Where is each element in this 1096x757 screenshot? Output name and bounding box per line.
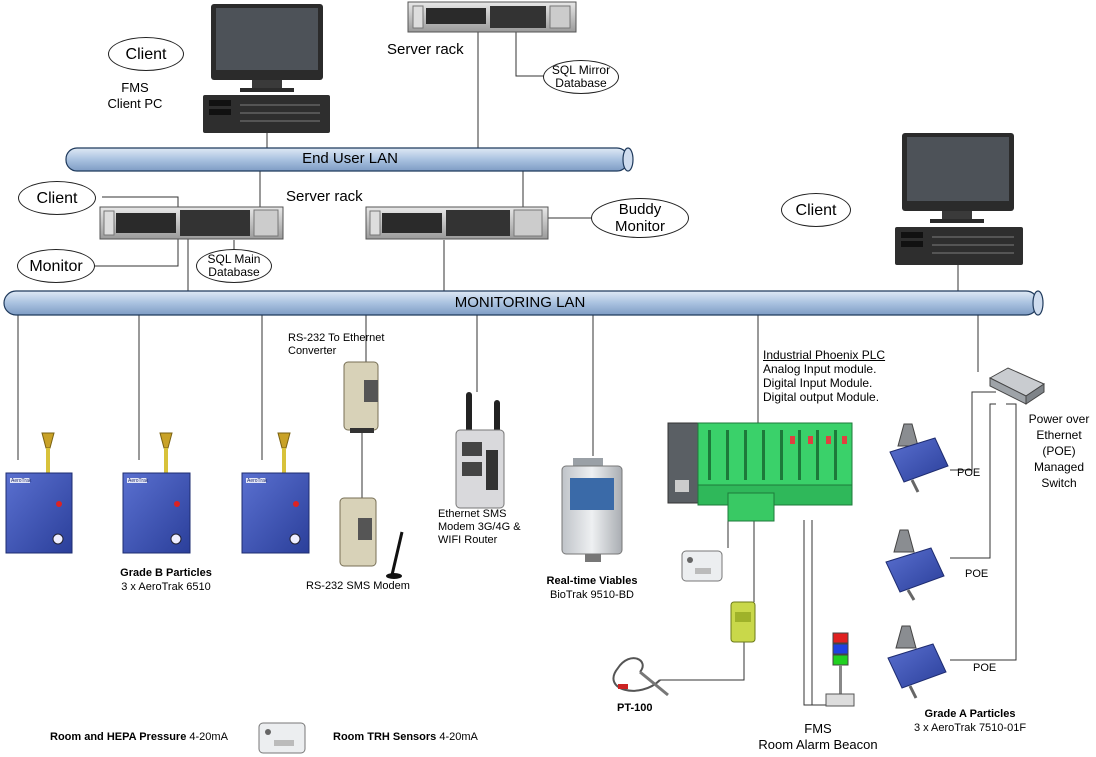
poe-line3: (POE) <box>1042 444 1076 458</box>
viables-title: Real-time Viables <box>546 575 638 587</box>
buddy-line1: Buddy <box>618 201 662 218</box>
monitoring-lan-label: MONITORING LAN <box>454 294 586 311</box>
grade-a-sub: 3 x AeroTrak 7510-01F <box>913 722 1027 734</box>
server-rack-right-icon <box>365 206 549 240</box>
room-hepa-label: Room and HEPA Pressure 4-20mA <box>50 731 228 744</box>
aerotrak-badge-1: AeroTrak <box>11 478 32 484</box>
monitor-bubble: Monitor <box>17 249 95 283</box>
buddy-line2: Monitor <box>614 218 666 235</box>
fms-client-label: FMS Client PC <box>100 80 170 112</box>
phoenix-plc-icon <box>667 422 853 522</box>
client-pc-right <box>895 133 1023 265</box>
sms-router-icon <box>455 392 505 509</box>
grade-a-sensor-3 <box>887 625 947 699</box>
grade-b-label: Grade B Particles 3 x AeroTrak 6510 <box>96 566 236 594</box>
server-rack-left-icon <box>99 206 284 240</box>
poe-line4: Managed <box>1033 460 1085 474</box>
monitoring-lan-pipe <box>3 290 1044 316</box>
aerotrak-badge-2: AeroTrak <box>128 478 149 484</box>
legend-pressure-sensor-icon <box>258 722 306 754</box>
plc-title: Industrial Phoenix PLC <box>763 348 886 362</box>
grade-b-sensor-2 <box>122 432 191 554</box>
aerotrak-badge-3: AeroTrak <box>247 478 268 484</box>
room-hepa-bold: Room and HEPA Pressure <box>50 731 187 743</box>
viables-label: Real-time Viables BioTrak 9510-BD <box>522 574 662 602</box>
plc-label: Industrial Phoenix PLC Analog Input modu… <box>763 348 885 404</box>
rs232-modem-label: RS-232 SMS Modem <box>306 580 410 592</box>
rs232-converter-line1: RS-232 To Ethernet <box>288 332 385 344</box>
rs232-converter-icon <box>343 361 379 433</box>
end-user-lan-label: End User LAN <box>302 150 398 167</box>
fms-client-line2: Client PC <box>107 96 163 111</box>
poe-switch-icon <box>988 367 1046 405</box>
poe-switch-label: Power over Ethernet (POE) Managed Switch <box>1022 411 1096 491</box>
room-trh-unit: 4-20mA <box>439 731 478 743</box>
poe-line1: Power over <box>1028 412 1090 426</box>
plc-line1: Analog Input module. <box>763 362 877 376</box>
beacon-line1: FMS <box>804 721 832 736</box>
alarm-beacon-icon <box>825 632 855 707</box>
sms-router-label: Ethernet SMS Modem 3G/4G & WIFI Router <box>438 508 521 547</box>
plc-line2: Digital Input Module. <box>763 376 873 390</box>
pt100-label: PT-100 <box>617 702 653 714</box>
grade-b-sensor-3 <box>241 432 310 554</box>
biotrak-icon <box>561 458 623 562</box>
plc-line3: Digital output Module. <box>763 390 880 404</box>
sql-mirror-line2: Database <box>555 76 607 90</box>
rs232-converter-label: RS-232 To Ethernet Converter <box>288 332 384 358</box>
grade-a-label: Grade A Particles 3 x AeroTrak 7510-01F <box>898 707 1042 735</box>
room-hepa-unit: 4-20mA <box>189 731 228 743</box>
sql-main-line1: SQL Main <box>207 252 261 266</box>
server-rack-mid-label: Server rack <box>286 188 363 205</box>
fms-client-line1: FMS <box>121 80 149 95</box>
grade-a-title: Grade A Particles <box>924 708 1016 720</box>
poe-line2: Ethernet <box>1036 428 1082 442</box>
beacon-line2: Room Alarm Beacon <box>758 737 878 752</box>
beacon-label: FMS Room Alarm Beacon <box>750 721 886 753</box>
end-user-lan-pipe <box>65 147 634 172</box>
rs232-converter-line2: Converter <box>288 345 337 357</box>
grade-a-sensor-2 <box>885 529 945 601</box>
server-rack-top-icon <box>407 1 577 33</box>
grade-b-sensor-1 <box>5 432 73 554</box>
poe-label-1: POE <box>957 467 981 479</box>
pt100-probe-icon <box>612 657 669 697</box>
sms-router-line2: Modem 3G/4G & <box>438 521 521 533</box>
fms-client-pc <box>203 4 330 133</box>
viables-sub: BioTrak 9510-BD <box>550 589 634 601</box>
poe-label-2: POE <box>965 568 989 580</box>
poe-label-3: POE <box>973 662 997 674</box>
room-trh-bold: Room TRH Sensors <box>333 731 437 743</box>
client-bubble-mid: Client <box>18 181 96 215</box>
sms-router-line1: Ethernet SMS <box>438 508 507 520</box>
room-trh-label: Room TRH Sensors 4-20mA <box>333 731 478 744</box>
client-bubble-right: Client <box>781 193 851 227</box>
grade-b-title: Grade B Particles <box>120 567 212 579</box>
trh-sensor-plc-icon <box>730 601 756 643</box>
connection-lines <box>17 32 1017 706</box>
server-rack-top-label: Server rack <box>387 41 464 58</box>
grade-b-sub: 3 x AeroTrak 6510 <box>121 581 211 593</box>
rs232-sms-modem-icon <box>339 497 404 579</box>
grade-a-sensor-1 <box>889 423 949 493</box>
sql-main-line2: Database <box>208 265 260 279</box>
poe-line5: Switch <box>1041 476 1077 490</box>
sql-mirror-line1: SQL Mirror <box>551 63 611 77</box>
pressure-sensor-plc-icon <box>681 550 723 582</box>
client-bubble-top: Client <box>108 37 184 71</box>
sms-router-line3: WIFI Router <box>438 534 498 546</box>
